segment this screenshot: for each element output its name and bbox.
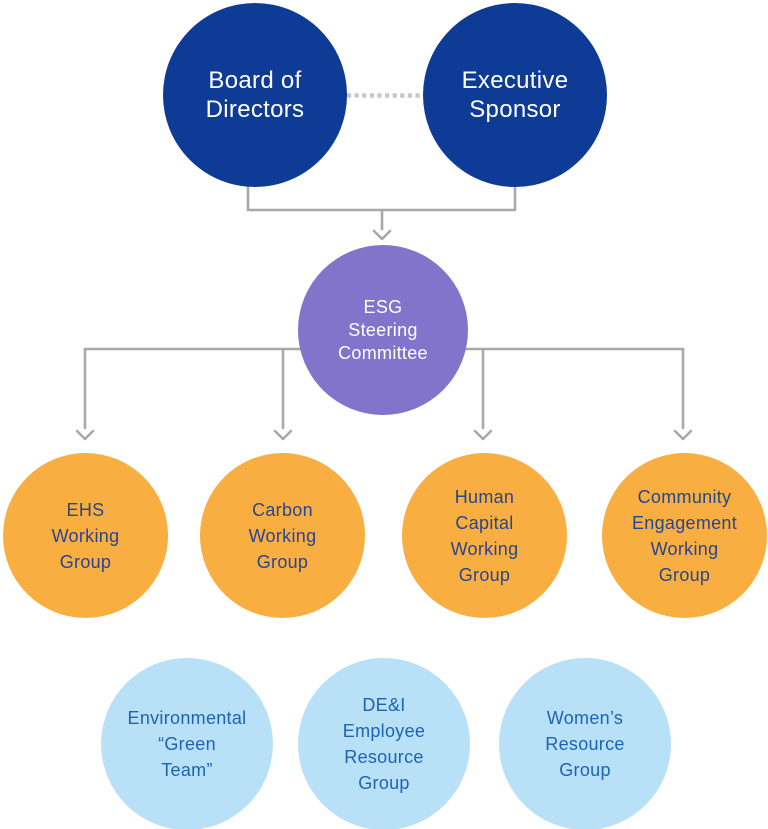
arrow-down-icon (372, 229, 392, 241)
arrow-down-icon (473, 429, 493, 441)
node-board-of-directors: Board of Directors (163, 3, 347, 187)
node-label: Board of Directors (205, 67, 305, 123)
node-womens-resource-group: Women’s Resource Group (499, 658, 671, 829)
node-community-engagement-working-group: Community Engagement Working Group (602, 453, 767, 618)
node-label: EHS Working Group (51, 499, 120, 572)
node-label: Executive Sponsor (461, 67, 569, 123)
arrow-down-icon (673, 429, 693, 441)
node-esg-steering-committee: ESG Steering Committee (298, 245, 468, 415)
node-label: Human Capital Working Group (450, 486, 519, 585)
node-label: ESG Steering Committee (338, 296, 428, 363)
node-human-capital-working-group: Human Capital Working Group (402, 453, 567, 618)
node-label: Community Engagement Working Group (631, 486, 738, 585)
arrow-down-icon (75, 429, 95, 441)
node-ehs-working-group: EHS Working Group (3, 453, 168, 618)
arrow-down-icon (273, 429, 293, 441)
node-dei-employee-resource-group: DE&I Employee Resource Group (298, 658, 470, 829)
node-carbon-working-group: Carbon Working Group (200, 453, 365, 618)
node-environmental-green-team: Environmental “Green Team” (101, 658, 273, 829)
node-label: Carbon Working Group (248, 499, 317, 572)
node-executive-sponsor: Executive Sponsor (423, 3, 607, 187)
node-label: DE&I Employee Resource Group (342, 695, 426, 793)
connector-top-bracket (246, 180, 517, 212)
node-label: Women’s Resource Group (545, 708, 625, 780)
node-label: Environmental “Green Team” (127, 708, 247, 780)
